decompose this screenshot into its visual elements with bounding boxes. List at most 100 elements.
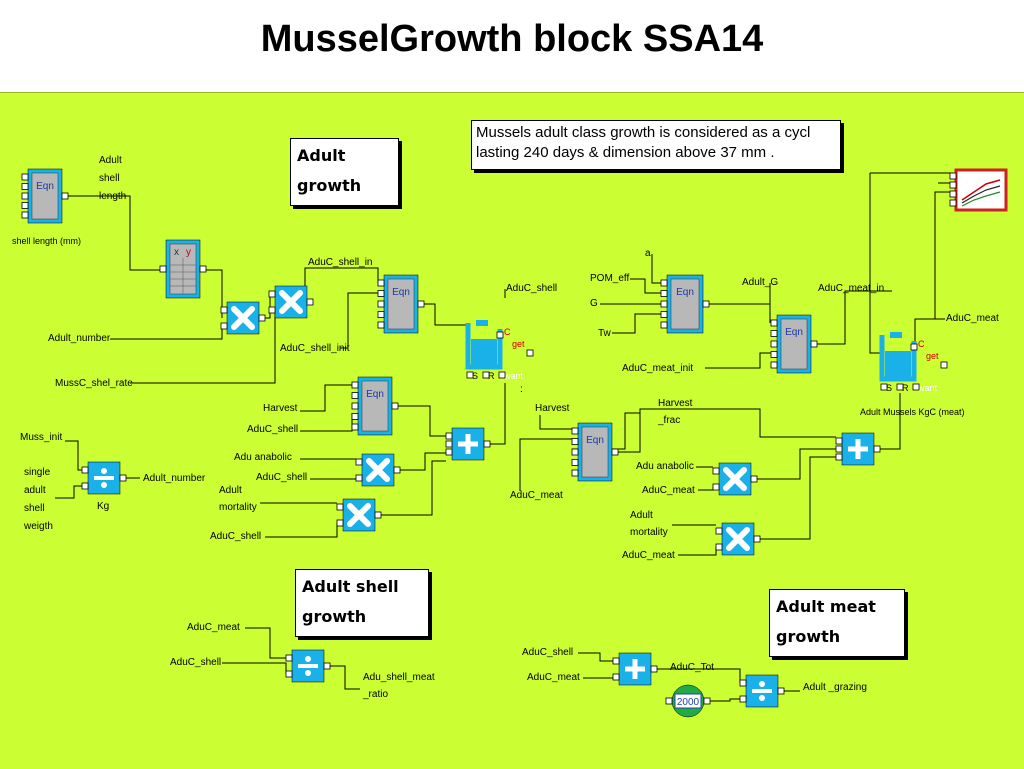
- op-output-port[interactable]: [323, 662, 331, 670]
- store-s-port[interactable]: [880, 383, 888, 391]
- op-input-port[interactable]: [355, 458, 363, 466]
- store-want-port[interactable]: [498, 371, 506, 379]
- eqn-input-port[interactable]: [21, 211, 29, 219]
- op-output-port[interactable]: [777, 687, 785, 695]
- store-c-port[interactable]: [910, 343, 918, 351]
- eqn-input-port[interactable]: [571, 438, 579, 445]
- table-input-port[interactable]: [159, 265, 167, 273]
- op-input-port[interactable]: [220, 322, 228, 330]
- op-output-port[interactable]: [374, 511, 382, 519]
- eqn-input-port[interactable]: [571, 427, 579, 435]
- eqn-input-port[interactable]: [770, 330, 778, 337]
- eqn-input-port[interactable]: [571, 469, 579, 477]
- plotter-input-port[interactable]: [949, 190, 957, 198]
- eqn-input-port[interactable]: [377, 290, 385, 297]
- eqn-input-port[interactable]: [377, 311, 385, 318]
- eqn-input-port[interactable]: [770, 361, 778, 369]
- eqn-input-port[interactable]: [660, 279, 668, 287]
- multiply-block-1[interactable]: [226, 301, 260, 335]
- eqn-input-port[interactable]: [377, 279, 385, 287]
- eqn-input-port[interactable]: [351, 392, 359, 399]
- store-want-port[interactable]: [912, 383, 920, 391]
- eqn-harvest-shell-block[interactable]: Eqn: [357, 376, 393, 436]
- op-input-port[interactable]: [739, 695, 747, 703]
- eqn-input-port[interactable]: [377, 321, 385, 329]
- multiply-anabolic-shell[interactable]: [361, 453, 395, 487]
- eqn-harvest-meat-block[interactable]: Eqn: [577, 422, 613, 482]
- eqn-input-port[interactable]: [571, 459, 579, 466]
- eqn-input-port[interactable]: [21, 183, 29, 190]
- eqn-shell-length-block[interactable]: Eqn: [27, 168, 63, 224]
- divide-ratio-block[interactable]: [291, 649, 325, 683]
- eqn-input-port[interactable]: [21, 173, 29, 181]
- add-shell-block[interactable]: [451, 427, 485, 461]
- eqn-input-port[interactable]: [21, 202, 29, 209]
- constant-port[interactable]: [703, 697, 711, 705]
- eqn-input-port[interactable]: [770, 340, 778, 348]
- op-input-port[interactable]: [835, 437, 843, 445]
- op-output-port[interactable]: [650, 665, 658, 673]
- plotter-input-port[interactable]: [949, 199, 957, 207]
- eqn-input-port[interactable]: [660, 311, 668, 318]
- plotter-input-port[interactable]: [949, 181, 957, 189]
- op-input-port[interactable]: [612, 657, 620, 665]
- op-input-port[interactable]: [220, 306, 228, 314]
- op-input-port[interactable]: [445, 448, 453, 456]
- store-get-port[interactable]: [940, 361, 948, 369]
- op-input-port[interactable]: [715, 527, 723, 535]
- store-s-port[interactable]: [466, 371, 474, 379]
- op-input-port[interactable]: [268, 306, 276, 314]
- add-total-block[interactable]: [618, 652, 652, 686]
- table-output-port[interactable]: [199, 265, 207, 273]
- eqn-output-port[interactable]: [702, 300, 710, 308]
- multiply-block-2[interactable]: [274, 285, 308, 319]
- op-input-port[interactable]: [835, 445, 843, 453]
- divide-single-adult-block[interactable]: [87, 461, 121, 495]
- eqn-input-port[interactable]: [770, 319, 778, 327]
- eqn-output-port[interactable]: [417, 300, 425, 308]
- divide-grazing-block[interactable]: [745, 674, 779, 708]
- graph-plotter-block[interactable]: [954, 168, 1008, 212]
- op-input-port[interactable]: [81, 466, 89, 474]
- op-input-port[interactable]: [739, 679, 747, 687]
- multiply-mortality-shell[interactable]: [342, 498, 376, 532]
- eqn-input-port[interactable]: [21, 192, 29, 200]
- op-input-port[interactable]: [336, 519, 344, 527]
- store-get-port[interactable]: [526, 349, 534, 357]
- op-input-port[interactable]: [835, 453, 843, 461]
- eqn-input-port[interactable]: [351, 423, 359, 431]
- eqn-output-port[interactable]: [391, 402, 399, 410]
- eqn-input-port[interactable]: [351, 402, 359, 410]
- constant-port[interactable]: [665, 697, 673, 705]
- op-output-port[interactable]: [750, 475, 758, 483]
- op-output-port[interactable]: [753, 535, 761, 543]
- op-input-port[interactable]: [612, 673, 620, 681]
- op-input-port[interactable]: [445, 440, 453, 448]
- op-output-port[interactable]: [258, 314, 266, 322]
- op-output-port[interactable]: [119, 474, 127, 482]
- op-output-port[interactable]: [393, 466, 401, 474]
- eqn-shell-in-block[interactable]: Eqn: [383, 274, 419, 334]
- multiply-anabolic-meat[interactable]: [718, 462, 752, 496]
- eqn-input-port[interactable]: [660, 290, 668, 297]
- op-input-port[interactable]: [285, 670, 293, 678]
- constant-2000-block[interactable]: 2000: [671, 684, 705, 718]
- op-output-port[interactable]: [306, 298, 314, 306]
- eqn-input-port[interactable]: [660, 300, 668, 308]
- op-input-port[interactable]: [712, 467, 720, 475]
- eqn-input-port[interactable]: [377, 300, 385, 308]
- multiply-mortality-meat[interactable]: [721, 522, 755, 556]
- op-input-port[interactable]: [445, 432, 453, 440]
- op-output-port[interactable]: [483, 440, 491, 448]
- op-input-port[interactable]: [268, 290, 276, 298]
- op-input-port[interactable]: [81, 482, 89, 490]
- op-input-port[interactable]: [336, 503, 344, 511]
- op-input-port[interactable]: [285, 654, 293, 662]
- eqn-input-port[interactable]: [571, 448, 579, 456]
- store-c-port[interactable]: [496, 331, 504, 339]
- store-r-port[interactable]: [896, 383, 904, 391]
- op-input-port[interactable]: [712, 483, 720, 491]
